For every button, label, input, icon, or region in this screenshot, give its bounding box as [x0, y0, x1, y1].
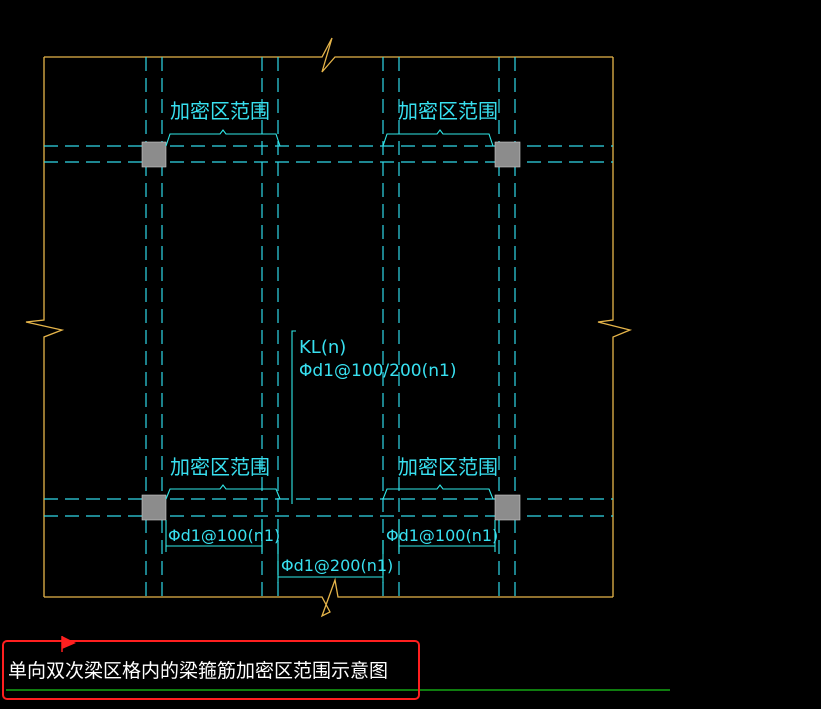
dense-zone-label-bottom-left: 加密区范围: [170, 455, 270, 479]
stirrup-label-right: Φd1@100(n1): [386, 526, 498, 545]
beam-leader: [291, 330, 296, 504]
column-bottom-left: [141, 494, 167, 521]
column-top-left: [141, 141, 167, 168]
stirrup-label-middle: Φd1@200(n1): [281, 556, 393, 575]
dense-zone-label-top-right: 加密区范围: [398, 99, 498, 123]
caption-highlight-box: [2, 640, 420, 700]
column-top-right: [494, 141, 521, 168]
stirrup-dimensions: [165, 520, 496, 583]
stirrup-label-left: Φd1@100(n1): [168, 526, 280, 545]
dense-zone-brackets: [165, 129, 494, 500]
diagram-caption: 单向双次梁区格内的梁箍筋加密区范围示意图: [8, 660, 389, 682]
columns: [141, 141, 521, 521]
column-bottom-right: [494, 494, 521, 521]
beam-stirrup-label: Φd1@100/200(n1): [299, 361, 456, 381]
beam-name-label: KL(n): [299, 337, 346, 358]
dense-zone-label-bottom-right: 加密区范围: [398, 455, 498, 479]
flag-icon: [61, 636, 76, 652]
slab-boundary: [25, 37, 633, 618]
dense-zone-label-top-left: 加密区范围: [170, 99, 270, 123]
horizontal-beams: [44, 145, 613, 517]
